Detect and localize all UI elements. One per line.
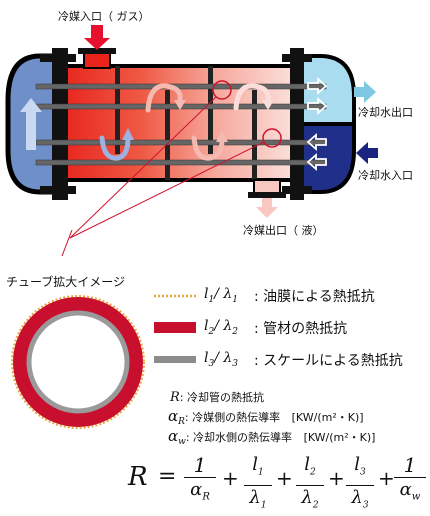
tube-cross-section — [11, 295, 145, 429]
refrigerant-outlet-arrow — [256, 198, 278, 218]
detail-circle-1 — [212, 80, 232, 100]
formula-plus-2: + — [276, 466, 293, 490]
legend-swatch-dotted — [154, 294, 196, 298]
formula-plus-1: + — [222, 466, 239, 490]
heat-exchanger-diagram — [5, 25, 378, 239]
definition-R: R: 冷却管の熱抵抗 — [170, 390, 264, 405]
baffle-4 — [252, 90, 257, 180]
legend-text-3: : スケールによる熱抵抗 — [254, 353, 403, 369]
shell-flow-arrows — [99, 83, 274, 161]
left-flange-bottom — [40, 186, 76, 194]
tube-image-label: チューブ拡大イメージ — [6, 275, 126, 289]
coolant-inlet-arrow — [356, 142, 378, 164]
coolant-inlet-label: 冷却水入口 — [358, 169, 413, 182]
legend-text-1: : 油膜による熱抵抗 — [254, 289, 375, 305]
right-flange-bottom — [282, 186, 312, 194]
refrigerant-inlet-nozzle — [78, 48, 116, 69]
baffle-3 — [208, 66, 213, 154]
refrigerant-outlet-label: 冷媒出口（ 液） — [243, 224, 324, 237]
formula-term-5: 1 αw — [394, 454, 426, 509]
left-head-return-arrow — [20, 98, 42, 150]
definition-alpha-w: αw: 冷却水側の熱伝導率 [KW/(m²・K)] — [168, 427, 376, 448]
refrigerant-inlet-label: 冷媒入口（ ガス） — [58, 10, 150, 23]
formula-plus-3: + — [328, 466, 345, 490]
detail-circle-2 — [262, 128, 282, 148]
legend-math-3: l3/ λ3 — [204, 350, 238, 369]
legend-math-2: l2/ λ2 — [204, 318, 238, 337]
legend-swatch-gray — [154, 356, 196, 363]
baffle-1 — [115, 66, 120, 154]
formula-term-4: l3 λ3 — [346, 454, 374, 516]
formula-term-1: 1 αR — [184, 454, 216, 509]
right-head — [296, 54, 356, 194]
left-tube-sheet — [52, 48, 68, 200]
formula-term-3: l2 λ2 — [296, 454, 324, 516]
legend-swatch-red — [154, 322, 196, 333]
leader-line-1 — [69, 96, 217, 239]
formula-lhs: R — [128, 462, 148, 492]
tube-flow-arrows-in — [306, 133, 327, 171]
leader-line-2 — [69, 141, 265, 239]
right-tube-sheet — [290, 48, 304, 200]
coolant-outlet-label: 冷却水出口 — [358, 106, 413, 119]
refrigerant-inlet-arrow — [84, 25, 110, 50]
leader-line-extension — [61, 230, 73, 257]
tube-flow-arrows-out — [307, 77, 328, 115]
baffle-2 — [165, 90, 170, 180]
coolant-outlet-arrow — [354, 81, 376, 103]
left-flange-top — [40, 54, 76, 62]
definition-alpha-R: αR: 冷媒側の熱伝導率 [KW/(m²・K)] — [168, 407, 364, 428]
formula-plus-4: + — [378, 466, 395, 490]
refrigerant-outlet-nozzle — [248, 179, 286, 198]
right-flange-top — [282, 54, 312, 62]
formula-term-2: l1 λ1 — [244, 454, 272, 516]
legend-text-2: : 管材の熱抵抗 — [254, 321, 348, 337]
formula-equals: = — [158, 464, 177, 489]
legend-math-1: l1/ λ1 — [204, 286, 238, 305]
